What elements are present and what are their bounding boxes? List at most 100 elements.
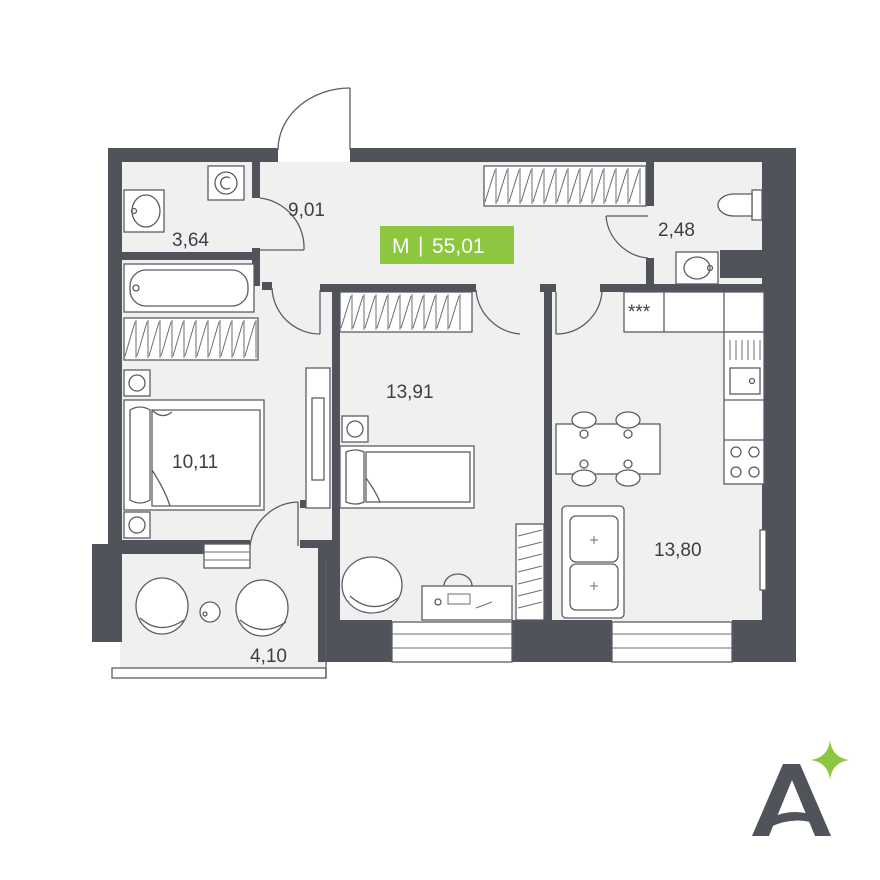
- hatch-line: [148, 321, 160, 357]
- hatch-line: [517, 529, 543, 537]
- window-living: [391, 621, 513, 663]
- hatch-line: [517, 553, 543, 561]
- a-star-logo-icon: [752, 740, 850, 836]
- dining-chair: [571, 411, 597, 429]
- window-kitchen: [611, 621, 733, 663]
- interior-walls: [120, 162, 762, 620]
- plate-icon: [579, 429, 589, 439]
- plate-icon: [579, 459, 589, 469]
- balcony-door-frame: [203, 543, 251, 569]
- balcony-chair-left: [135, 577, 189, 635]
- room-labels: 3,64 9,01 2,48 10,11 13,91 13,80 4,10: [172, 200, 702, 667]
- bedroom-furniture: [123, 369, 265, 539]
- hatch-line: [424, 295, 436, 329]
- hatch-line: [364, 295, 376, 329]
- stove-icon: [730, 446, 760, 478]
- single-bed-icon: [339, 445, 475, 509]
- hallway-wardrobe: [483, 165, 647, 207]
- dining-table-icon: [555, 411, 661, 487]
- bathroom-fixtures: [123, 165, 255, 313]
- bathtub-icon: [123, 263, 255, 313]
- hatch-line: [568, 169, 580, 203]
- balcony-chair-right: [235, 579, 289, 637]
- hatch-line: [484, 169, 496, 203]
- hatch-line: [517, 541, 543, 549]
- living-shelf: [515, 523, 545, 621]
- dining-chair: [571, 469, 597, 487]
- toilet-sink-icon: [675, 251, 719, 285]
- hatch-line: [196, 321, 208, 357]
- kitchen-counter: ***: [623, 291, 765, 485]
- hatch-line: [244, 321, 256, 357]
- hatch-line: [436, 295, 448, 329]
- wall-block-balcony-left: [92, 544, 122, 642]
- hatch-line: [592, 169, 604, 203]
- living-nightstand: [341, 415, 369, 443]
- hatch-line: [400, 295, 412, 329]
- balcony-table: [199, 601, 221, 623]
- hatch-line: [604, 169, 616, 203]
- counter-mark: ***: [628, 302, 651, 323]
- armchair-icon: [341, 556, 403, 614]
- hatch-line: [544, 169, 556, 203]
- bedroom-door: [271, 287, 321, 335]
- doors: [249, 87, 649, 547]
- hatch-line: [352, 295, 364, 329]
- balcony-furniture: [135, 577, 289, 637]
- balcony-railing: [111, 667, 327, 679]
- hatch-line: [184, 321, 196, 357]
- hatch-line: [220, 321, 232, 357]
- hatch-line: [448, 295, 460, 329]
- nightstand-bottom: [123, 511, 151, 539]
- balcony-door: [249, 501, 299, 547]
- toilet-icon: [717, 189, 763, 221]
- sofa-icon: [561, 505, 625, 619]
- kitchen-door: [555, 291, 603, 335]
- dining-chair: [615, 411, 641, 429]
- plate-icon: [623, 459, 633, 469]
- area-hallway: 9,01: [288, 200, 325, 221]
- area-toilet: 2,48: [658, 220, 695, 241]
- kitchen-furniture: ***: [555, 291, 767, 619]
- hatch-line: [340, 295, 352, 329]
- hatch-line: [580, 169, 592, 203]
- hatch-line: [232, 321, 244, 357]
- hatch-line: [124, 321, 136, 357]
- exterior-walls: [92, 148, 796, 662]
- living-door: [475, 289, 521, 335]
- hatch-line: [496, 169, 508, 203]
- hatch-line: [517, 565, 543, 573]
- entrance-door: [277, 87, 351, 151]
- hatch-line: [388, 295, 400, 329]
- area-bedroom: 10,11: [172, 452, 218, 473]
- dish-rack-icon: [729, 340, 761, 360]
- double-bed-icon: [123, 399, 265, 511]
- washing-machine-icon: [207, 165, 245, 201]
- hatch-line: [160, 321, 172, 357]
- dining-chair: [615, 469, 641, 487]
- hatch-line: [508, 169, 520, 203]
- area-bathroom: 3,64: [172, 230, 209, 251]
- hatch-line: [556, 169, 568, 203]
- hatch-line: [532, 169, 544, 203]
- hatch-line: [517, 577, 543, 585]
- bedroom-wardrobe: [123, 317, 259, 361]
- area-kitchen: 13,80: [654, 540, 702, 561]
- total-area-badge: М | 55,01: [380, 226, 514, 264]
- hatch-line: [517, 589, 543, 597]
- living-furniture: [339, 415, 513, 621]
- living-wardrobe: [339, 291, 473, 333]
- badge-separator: |: [418, 234, 423, 257]
- windows: [111, 543, 733, 679]
- area-living-room: 13,91: [386, 382, 434, 403]
- hatch-line: [136, 321, 148, 357]
- hatch-line: [616, 169, 628, 203]
- area-balcony: 4,10: [250, 646, 287, 667]
- total-area-value: 55,01: [432, 235, 485, 258]
- hall-mirror-panel: [305, 367, 331, 509]
- hatch-line: [172, 321, 184, 357]
- hatch-line: [376, 295, 388, 329]
- nightstand-top: [123, 369, 151, 397]
- hatch-line: [412, 295, 424, 329]
